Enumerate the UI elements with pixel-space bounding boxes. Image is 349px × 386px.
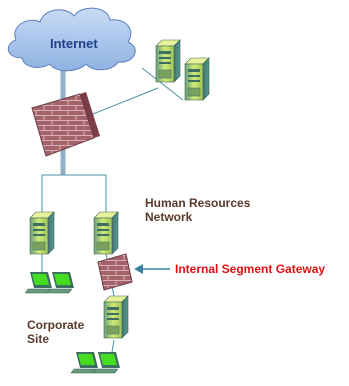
workstation-icon xyxy=(46,271,75,294)
dmz-servers xyxy=(155,39,210,101)
workstation-icon xyxy=(24,271,53,294)
hr-network-label-line2: Network xyxy=(145,210,193,224)
workstation-icon xyxy=(70,351,99,374)
hr-server-to-workstations xyxy=(111,339,115,353)
corporate-site-label-line2: Site xyxy=(27,332,50,346)
hr-network-label-line1: Human Resources xyxy=(145,196,251,210)
server-icon xyxy=(29,211,55,255)
firewall-icon xyxy=(31,92,100,157)
corporate-site-label-line1: Corporate xyxy=(27,318,85,332)
workstation-icon xyxy=(92,351,121,374)
server-icon xyxy=(93,211,119,255)
corporate-site-label: Corporate Site xyxy=(27,318,84,346)
gateway-label: Internal Segment Gateway xyxy=(175,262,326,276)
firewall-icon xyxy=(97,253,133,291)
dmz-segment xyxy=(141,67,184,101)
arrow-icon xyxy=(134,264,170,274)
server-icon xyxy=(184,57,210,101)
hr-network-label: Human Resources Network xyxy=(145,196,250,224)
cloud-icon xyxy=(7,7,136,72)
server-icon xyxy=(103,295,129,339)
internet-label: Internet xyxy=(50,36,98,51)
server-icon xyxy=(155,39,181,83)
